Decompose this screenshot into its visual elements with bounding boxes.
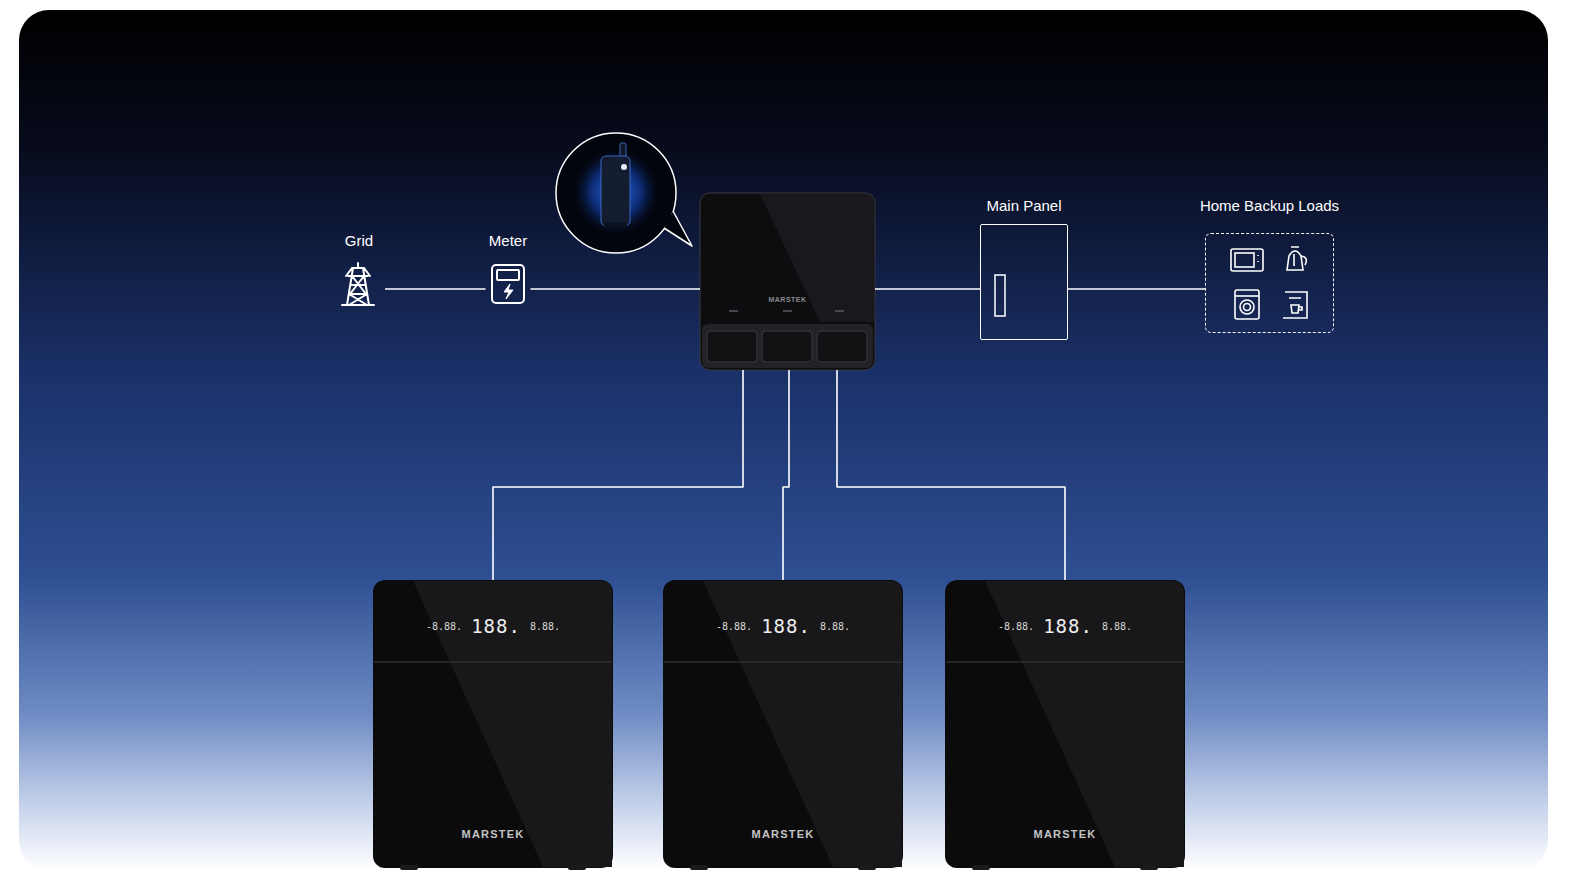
microwave-icon: [1231, 249, 1263, 271]
appliance-icons: [1231, 247, 1307, 319]
meter-display: [497, 270, 519, 280]
callout-tail: [664, 211, 692, 246]
display-digits: 8.88.: [530, 621, 560, 632]
battery-body: [945, 580, 1185, 868]
battery-foot: [972, 865, 990, 870]
node-heading: Main Panel: [986, 197, 1061, 215]
battery-body: [373, 580, 613, 868]
hub-illustration: [700, 193, 875, 370]
dongle-glow: [570, 146, 662, 238]
battery-unit: -8.88. 188. 8.88. MARSTEK: [945, 580, 1185, 868]
hub-node: MARSTEK: [700, 193, 875, 370]
microwave-knobs: [1257, 255, 1259, 262]
node-label: Meter: [486, 232, 531, 250]
dongle-body: [601, 156, 630, 226]
hub-base: [702, 324, 873, 368]
meter-body: [492, 265, 524, 303]
battery-divider: [664, 661, 902, 663]
hub-slot: [817, 331, 867, 362]
main-panel-box: Main Panel: [980, 224, 1068, 340]
display-row: -8.88. 188. 8.88.: [945, 614, 1185, 638]
meter-icon: [492, 265, 524, 303]
kettle-icon: [1287, 247, 1306, 270]
battery-gloss: [985, 581, 1184, 867]
hub-leds: [729, 310, 844, 312]
connector-wire: [837, 370, 1065, 580]
background-panel: [19, 10, 1548, 870]
battery-divider: [946, 661, 1184, 663]
hub-slot: [762, 331, 812, 362]
battery-foot: [858, 865, 876, 870]
display-digits: 188.: [471, 615, 521, 637]
connector-wire: [385, 288, 486, 290]
connector-wire: [875, 288, 980, 290]
microwave-window: [1235, 253, 1254, 267]
connector-wire: [531, 288, 701, 290]
coffee-icon: [1283, 292, 1307, 318]
grid-tower-icon: [342, 263, 374, 305]
display-digits: 188.: [1043, 615, 1093, 637]
display-digits: -8.88.: [716, 621, 752, 632]
dongle-foot: [604, 222, 627, 228]
battery-gloss: [413, 581, 612, 867]
brand-label: MARSTEK: [663, 827, 903, 841]
meter-bolt: [504, 284, 513, 299]
battery-illustration: [663, 580, 903, 870]
hub-slot: [707, 331, 757, 362]
panel-switch: [995, 275, 1005, 316]
connector-wire: [1068, 288, 1205, 290]
grid-node: Grid: [333, 232, 385, 308]
battery-foot: [568, 865, 586, 870]
display-row: -8.88. 188. 8.88.: [373, 614, 613, 638]
battery-illustration: [945, 580, 1185, 870]
battery-illustration: [373, 580, 613, 870]
brand-label: MARSTEK: [700, 296, 875, 304]
washer-drum-inner: [1244, 304, 1251, 311]
battery-unit: -8.88. 188. 8.88. MARSTEK: [373, 580, 613, 868]
display-digits: 8.88.: [820, 621, 850, 632]
display-digits: -8.88.: [998, 621, 1034, 632]
display-digits: 188.: [761, 615, 811, 637]
battery-divider: [374, 661, 612, 663]
dongle-led: [621, 164, 627, 170]
hub-body: [700, 193, 875, 370]
callout-circle: [556, 133, 676, 253]
display-digits: -8.88.: [426, 621, 462, 632]
node-label: Grid: [333, 232, 385, 250]
washer-panel: [1235, 295, 1259, 297]
tower-lines: [342, 263, 374, 305]
display-digits: 8.88.: [1102, 621, 1132, 632]
battery-body: [663, 580, 903, 868]
battery-gloss: [703, 581, 902, 867]
dongle-callout: [556, 133, 692, 253]
washer-icon: [1235, 290, 1259, 319]
battery-foot: [1140, 865, 1158, 870]
display-row: -8.88. 188. 8.88.: [663, 614, 903, 638]
connector-wire: [493, 370, 743, 580]
backup-loads-box: Home Backup Loads: [1205, 233, 1334, 333]
meter-node: Meter: [486, 232, 531, 308]
connector-wire: [783, 370, 789, 580]
brand-label: MARSTEK: [945, 827, 1185, 841]
brand-label: MARSTEK: [373, 827, 613, 841]
battery-foot: [690, 865, 708, 870]
node-heading: Home Backup Loads: [1200, 197, 1339, 215]
battery-foot: [400, 865, 418, 870]
washer-drum: [1240, 300, 1254, 314]
battery-unit: -8.88. 188. 8.88. MARSTEK: [663, 580, 903, 868]
